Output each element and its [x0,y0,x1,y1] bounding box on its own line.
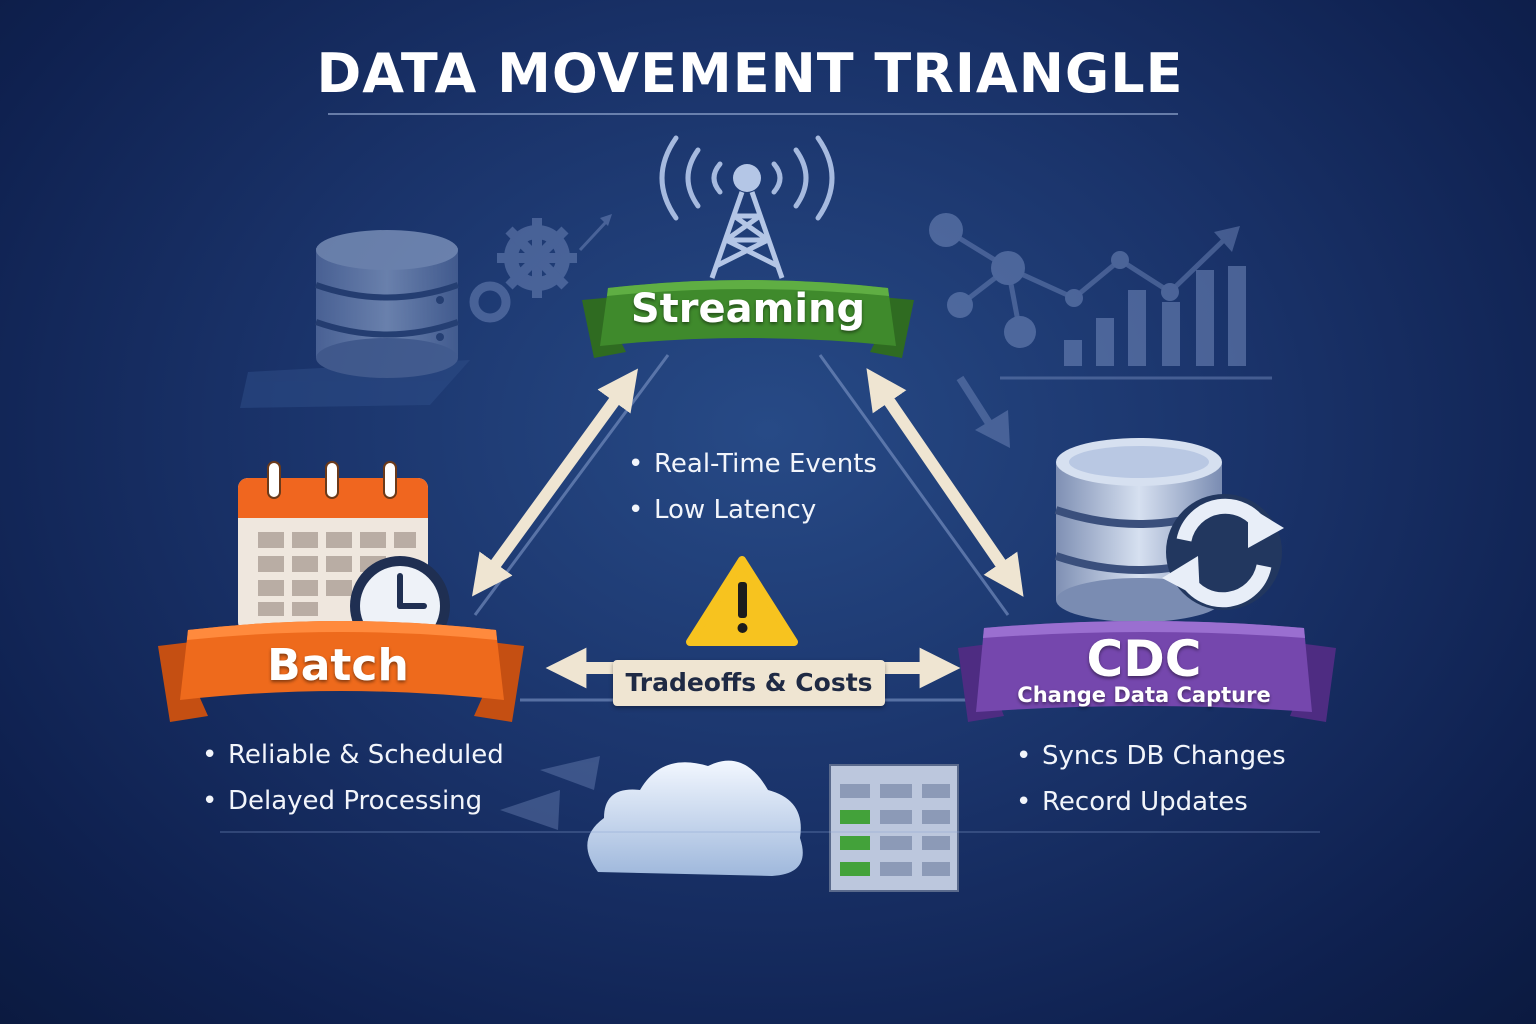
list-item: Record Updates [1016,779,1286,825]
batch-banner [158,621,524,722]
streaming-banner [582,280,914,358]
page-title: DATA MOVEMENT TRIANGLE [316,42,1184,105]
list-item: Real-Time Events [628,441,877,487]
cdc-sublabel: Change Data Capture [1017,683,1271,707]
cdc-bullets: Syncs DB Changes Record Updates [1016,733,1286,825]
database-sync-icon [1054,438,1284,622]
streaming-batch-arrow [471,368,639,597]
database-icon [240,230,470,408]
list-item: Delayed Processing [202,778,504,824]
title-divider [328,113,1178,115]
cdc-banner [958,621,1336,722]
radio-tower-icon [659,135,835,279]
batch-label: Batch [267,640,409,691]
gear-icon [469,214,612,323]
warning-icon [686,556,798,646]
list-item: Reliable & Scheduled [202,732,504,778]
streaming-label: Streaming [630,286,866,332]
streaming-cdc-arrow [866,368,1024,597]
batch-bullets: Reliable & Scheduled Delayed Processing [202,732,504,824]
network-chart-icon [929,213,1272,448]
tradeoffs-label: Tradeoffs & Costs [613,660,885,706]
cdc-label: CDC [1086,630,1202,688]
cloud-icon [587,760,803,876]
list-item: Syncs DB Changes [1016,733,1286,779]
list-item: Low Latency [628,487,877,533]
streaming-bullets: Real-Time Events Low Latency [628,441,877,533]
spreadsheet-icon [829,764,959,892]
